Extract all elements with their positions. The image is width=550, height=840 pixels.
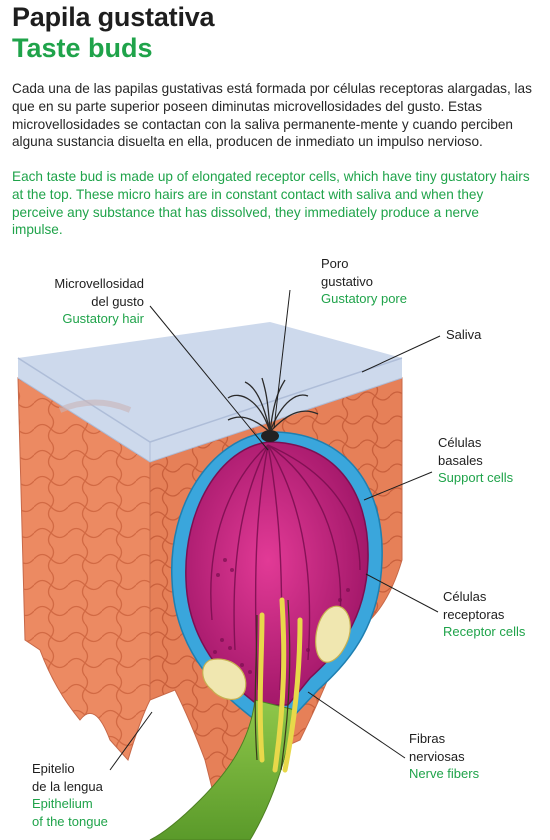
label-nerve-fibers: Fibras nerviosas Nerve fibers [409,730,479,783]
label-receptor-cells-en: Receptor cells [443,624,526,639]
gustatory-hairs [227,377,319,433]
label-support-cells: Células basales Support cells [438,434,513,487]
label-gustatory-pore-es-2: gustativo [321,273,374,289]
label-nerve-fibers-es-1: Fibras [409,731,446,746]
title-english: Taste buds [12,33,153,63]
title-spanish: Papila gustativa [12,2,215,32]
label-epithelium-es-1: Epitelio [32,761,75,776]
label-support-cells-es-1: Células [438,435,482,450]
label-receptor-cells: Células receptoras Receptor cells [443,588,525,641]
label-support-cells-en: Support cells [438,470,514,485]
label-support-cells-es-2: basales [438,452,483,468]
description-english: Each taste bud is made up of elongated r… [12,169,530,238]
support-cell-left [202,658,247,700]
label-epithelium-es-2: de la lengua [32,778,103,794]
saliva-layer [18,322,402,462]
label-nerve-fibers-es-2: nerviosas [409,748,465,764]
label-epithelium-en-2: of the tongue [32,813,108,829]
description-spanish: Cada una de las papilas gustativas está … [12,81,532,150]
label-receptor-cells-es-2: receptoras [443,606,505,622]
label-gustatory-hair-es-2: del gusto [91,293,144,309]
support-cell-right [315,605,351,663]
epithelium-front-face [17,377,151,761]
label-epithelium-en-1: Epithelium [32,796,93,811]
label-gustatory-hair-en: Gustatory hair [62,311,144,326]
label-saliva: Saliva [446,326,481,344]
label-epithelium: Epitelio de la lengua Epithelium of the … [32,760,108,830]
gustatory-pore [261,430,279,442]
label-receptor-cells-es-1: Células [443,589,487,604]
label-gustatory-pore: Poro gustativo Gustatory pore [321,255,407,308]
label-saliva-es: Saliva [446,327,482,342]
label-gustatory-hair: Microvellosidad del gusto Gustatory hair [20,275,144,328]
label-gustatory-hair-es-1: Microvellosidad [54,276,144,291]
label-nerve-fibers-en: Nerve fibers [409,766,480,781]
label-gustatory-pore-es-1: Poro [321,256,349,271]
label-gustatory-pore-en: Gustatory pore [321,291,407,306]
